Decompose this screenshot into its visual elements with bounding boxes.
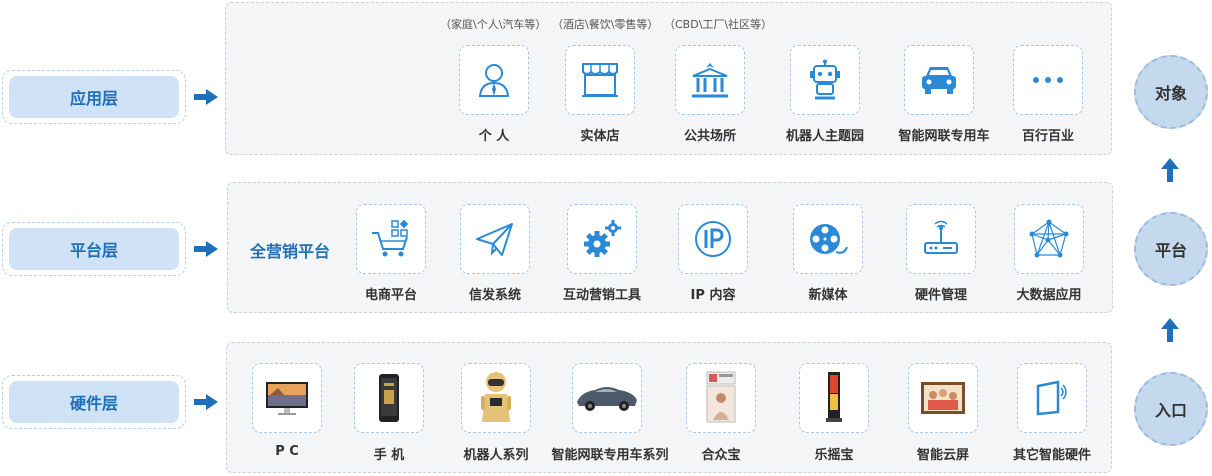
- hw-card-other[interactable]: [1017, 363, 1087, 433]
- phone-image: [379, 374, 399, 422]
- hw-card-phone[interactable]: [354, 363, 424, 433]
- hw-card-stand[interactable]: [799, 363, 869, 433]
- platform-card-ecommerce[interactable]: [356, 204, 426, 274]
- platform-title: 全营销平台: [250, 242, 331, 261]
- layer-label: 平台层: [9, 228, 179, 270]
- arrow-right-icon: [194, 241, 218, 257]
- level-platform: 平台: [1134, 212, 1208, 286]
- hw-label: P C: [275, 444, 299, 459]
- monitor-image: [266, 382, 308, 415]
- app-card-person[interactable]: [459, 45, 529, 115]
- hw-card-cloud-screen[interactable]: [908, 363, 978, 433]
- gears-icon: [584, 220, 621, 257]
- hw-card-pc[interactable]: [252, 363, 322, 433]
- person-icon: [478, 64, 510, 97]
- ip-icon: [695, 221, 731, 257]
- arrow-right-icon: [194, 89, 218, 105]
- platform-card-hardware-mgmt[interactable]: [906, 204, 976, 274]
- app-card-store[interactable]: [565, 45, 635, 115]
- kiosk-image: [706, 371, 736, 423]
- note-hospitality: （酒店\餐饮\零售等）: [552, 18, 659, 31]
- layer-label: 应用层: [9, 76, 179, 118]
- app-label: 百行百业: [1021, 129, 1074, 144]
- platform-label: 电商平台: [364, 288, 417, 303]
- platform-card-marketing[interactable]: [567, 204, 637, 274]
- app-label: 个 人: [478, 129, 510, 144]
- platform-label: 大数据应用: [1016, 288, 1082, 303]
- platform-card-ip[interactable]: [678, 204, 748, 274]
- platform-card-bigdata[interactable]: [1014, 204, 1084, 274]
- app-card-car[interactable]: [904, 45, 974, 115]
- platform-card-media[interactable]: [793, 204, 863, 274]
- note-household: （家庭\个人\汽车等）: [440, 18, 547, 31]
- hw-label: 其它智能硬件: [1012, 448, 1091, 463]
- hw-card-kiosk[interactable]: [686, 363, 756, 433]
- level-object: 对象: [1134, 55, 1208, 129]
- hw-label: 智能云屏: [916, 448, 969, 463]
- frame-image: [921, 382, 965, 414]
- robot-image: [481, 372, 511, 422]
- stand-image: [826, 372, 842, 422]
- hw-label: 机器人系列: [463, 448, 529, 463]
- network-icon: [1029, 219, 1069, 258]
- layer-label: 硬件层: [9, 381, 179, 423]
- public-building-icon: [692, 63, 728, 98]
- robot-icon: [810, 59, 840, 100]
- hw-label: 手 机: [373, 448, 405, 463]
- paper-plane-icon: [476, 223, 513, 256]
- app-label: 智能网联专用车: [898, 129, 990, 144]
- car-icon: [922, 67, 956, 94]
- layer-application: 应用层: [2, 70, 186, 124]
- layer-platform: 平台层: [2, 222, 186, 276]
- hw-label: 乐摇宝: [814, 448, 854, 463]
- app-card-robot[interactable]: [790, 45, 860, 115]
- app-card-public[interactable]: [675, 45, 745, 115]
- hw-card-car[interactable]: [572, 363, 642, 433]
- film-reel-icon: [810, 224, 848, 254]
- car-image: [577, 387, 637, 411]
- hw-label: 智能网联专用车系列: [551, 448, 669, 463]
- platform-label: 新媒体: [808, 288, 848, 303]
- platform-label: 互动营销工具: [562, 288, 641, 303]
- app-card-more[interactable]: [1013, 45, 1083, 115]
- arrow-right-icon: [194, 394, 218, 410]
- layer-hardware: 硬件层: [2, 375, 186, 429]
- cart-icon: [372, 219, 409, 257]
- router-icon: [924, 220, 958, 254]
- arrow-up-icon: [1161, 318, 1179, 342]
- level-entry: 入口: [1134, 372, 1208, 446]
- app-label: 公共场所: [683, 129, 736, 144]
- platform-card-signage[interactable]: [460, 204, 530, 274]
- storefront-icon: [582, 63, 618, 97]
- app-label: 机器人主题园: [785, 129, 864, 144]
- app-label: 实体店: [580, 129, 620, 144]
- arrow-up-icon: [1161, 158, 1179, 182]
- more-dots-icon: [1033, 77, 1063, 83]
- platform-label: IP 内容: [690, 288, 736, 303]
- tablet-icon: [1036, 380, 1067, 416]
- platform-label: 信发系统: [468, 288, 521, 303]
- hw-card-robot[interactable]: [461, 363, 531, 433]
- platform-label: 硬件管理: [914, 288, 967, 303]
- note-cbd: （CBD\工厂\社区等）: [664, 18, 773, 31]
- hw-label: 合众宝: [701, 448, 741, 463]
